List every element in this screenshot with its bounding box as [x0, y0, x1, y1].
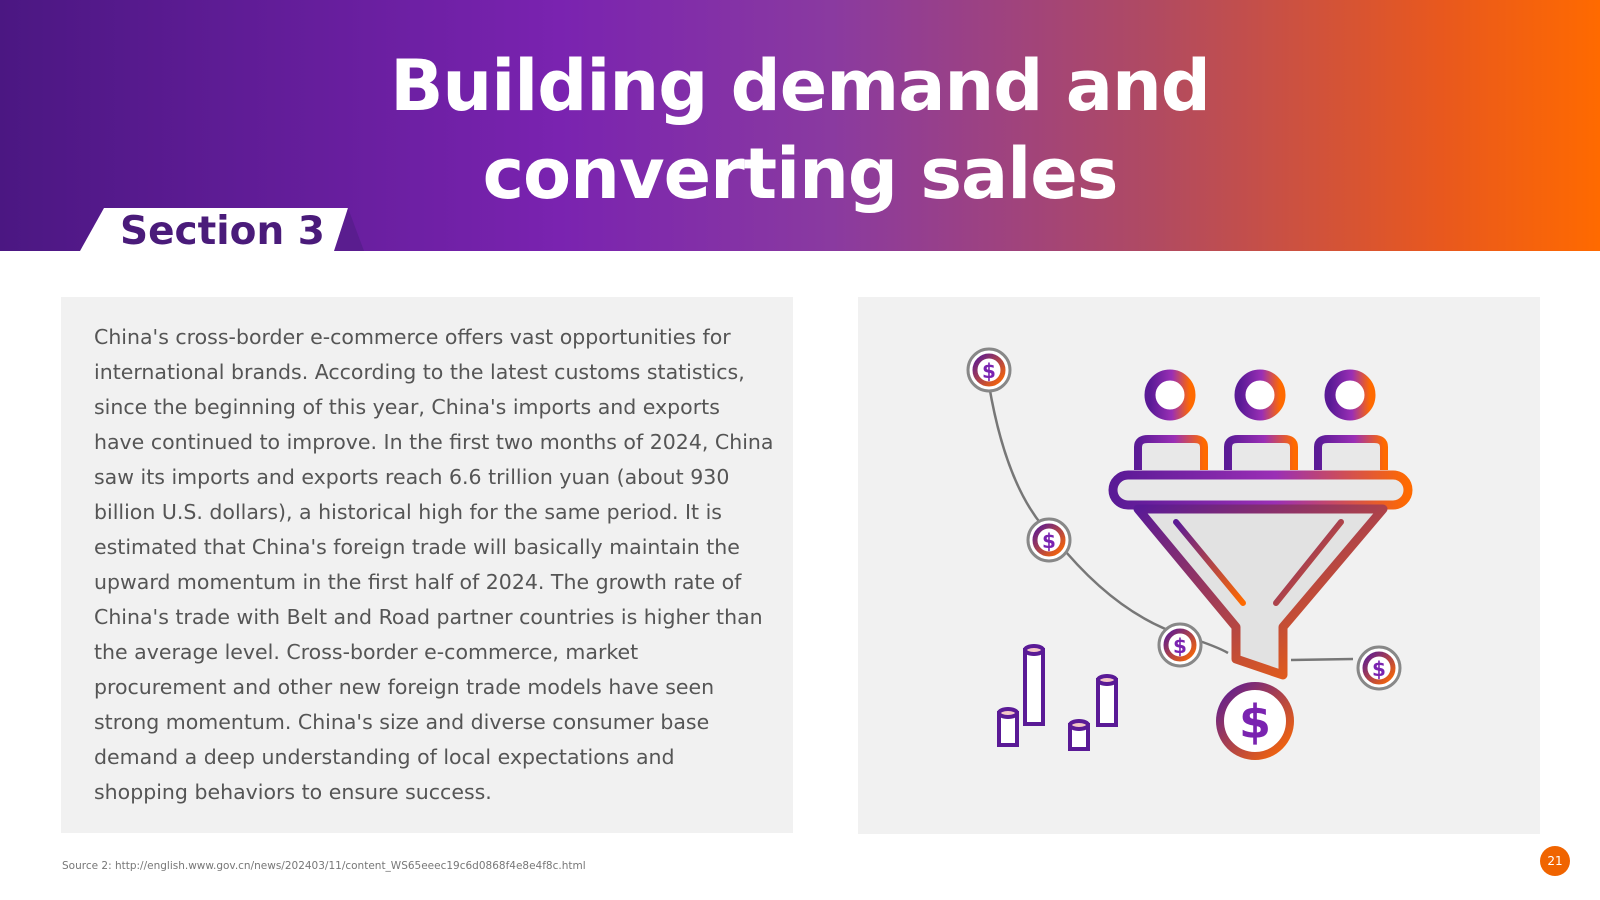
svg-text:$: $ — [1042, 529, 1056, 553]
funnel — [1108, 470, 1413, 680]
coin-icon-1: $ — [966, 347, 1012, 393]
coin-stacks-icon — [997, 644, 1118, 751]
title-line-2: converting sales — [482, 133, 1119, 215]
source-citation: Source 2: http://english.www.gov.cn/news… — [62, 860, 586, 872]
body-paragraph: China's cross-border e-commerce offers v… — [94, 325, 774, 804]
svg-text:$: $ — [1173, 634, 1187, 658]
large-coin-icon: $ — [1216, 682, 1294, 760]
svg-text:$: $ — [1372, 657, 1386, 681]
text-panel — [61, 297, 793, 833]
coin-icon-4: $ — [1356, 645, 1402, 691]
sales-funnel-icon: $ $ $ $ $ — [966, 347, 1413, 760]
svg-text:$: $ — [1239, 695, 1271, 749]
section-label: Section 3 — [120, 209, 325, 254]
coin-icon-3: $ — [1157, 622, 1203, 668]
page-title: Building demand and converting sales — [300, 42, 1300, 218]
coin-icon-2: $ — [1026, 517, 1072, 563]
people-icons — [1134, 369, 1388, 470]
title-line-1: Building demand and — [390, 45, 1211, 127]
svg-text:$: $ — [982, 359, 996, 383]
connector-line — [1290, 657, 1354, 662]
page-number-badge: 21 — [1540, 846, 1570, 876]
section-tab — [80, 208, 348, 251]
